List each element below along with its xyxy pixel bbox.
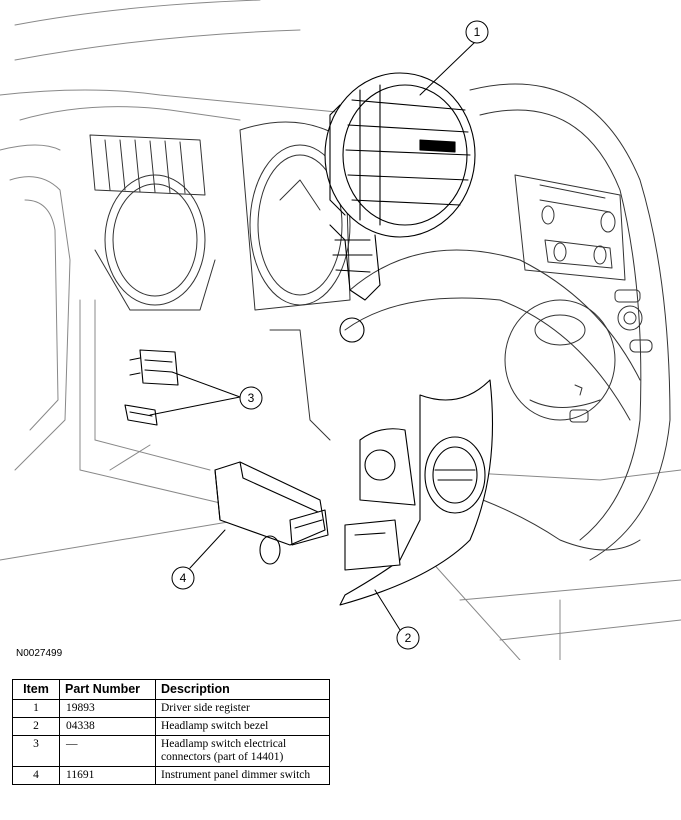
callout-2: 2 bbox=[396, 626, 420, 650]
cell-item: 2 bbox=[12, 717, 60, 736]
svg-text:4: 4 bbox=[180, 571, 187, 585]
headlamp-switch-connectors bbox=[124, 349, 179, 426]
svg-text:3: 3 bbox=[248, 391, 255, 405]
headlamp-switch-bezel bbox=[339, 379, 494, 606]
cell-part-number: 19893 bbox=[59, 699, 156, 718]
cell-description: Driver side register bbox=[155, 699, 330, 718]
cell-description: Instrument panel dimmer switch bbox=[155, 766, 330, 785]
cell-description: Headlamp switch bezel bbox=[155, 717, 330, 736]
cell-part-number: — bbox=[59, 735, 156, 767]
table-row: 1 19893 Driver side register bbox=[12, 699, 330, 718]
table-row: 4 11691 Instrument panel dimmer switch bbox=[12, 766, 330, 785]
cell-part-number: 04338 bbox=[59, 717, 156, 736]
header-item: Item bbox=[12, 679, 60, 700]
header-description: Description bbox=[155, 679, 330, 700]
cell-item: 4 bbox=[12, 766, 60, 785]
leader-lines bbox=[149, 41, 476, 631]
figure-id: N0027499 bbox=[16, 648, 63, 659]
cell-part-number: 11691 bbox=[59, 766, 156, 785]
callout-3: 3 bbox=[239, 386, 263, 410]
header-part-number: Part Number bbox=[59, 679, 156, 700]
dimmer-switch bbox=[214, 461, 329, 565]
cell-description: Headlamp switch electrical connectors (p… bbox=[155, 735, 330, 767]
table-row: 2 04338 Headlamp switch bezel bbox=[12, 717, 330, 736]
svg-text:1: 1 bbox=[474, 25, 481, 39]
table-row: 3 — Headlamp switch electrical connector… bbox=[12, 735, 330, 767]
center-stack bbox=[514, 174, 626, 281]
cell-item: 3 bbox=[12, 735, 60, 767]
svg-text:2: 2 bbox=[405, 631, 412, 645]
cell-item: 1 bbox=[12, 699, 60, 718]
steering-wheel bbox=[344, 83, 671, 561]
table-header-row: Item Part Number Description bbox=[12, 679, 330, 700]
driver-side-register bbox=[324, 72, 476, 343]
exploded-view-illustration: 1 3 4 2 bbox=[0, 0, 681, 660]
left-register bbox=[89, 134, 216, 311]
callout-4: 4 bbox=[171, 566, 195, 590]
callout-1: 1 bbox=[465, 20, 489, 44]
parts-table: Item Part Number Description 1 19893 Dri… bbox=[12, 679, 330, 785]
